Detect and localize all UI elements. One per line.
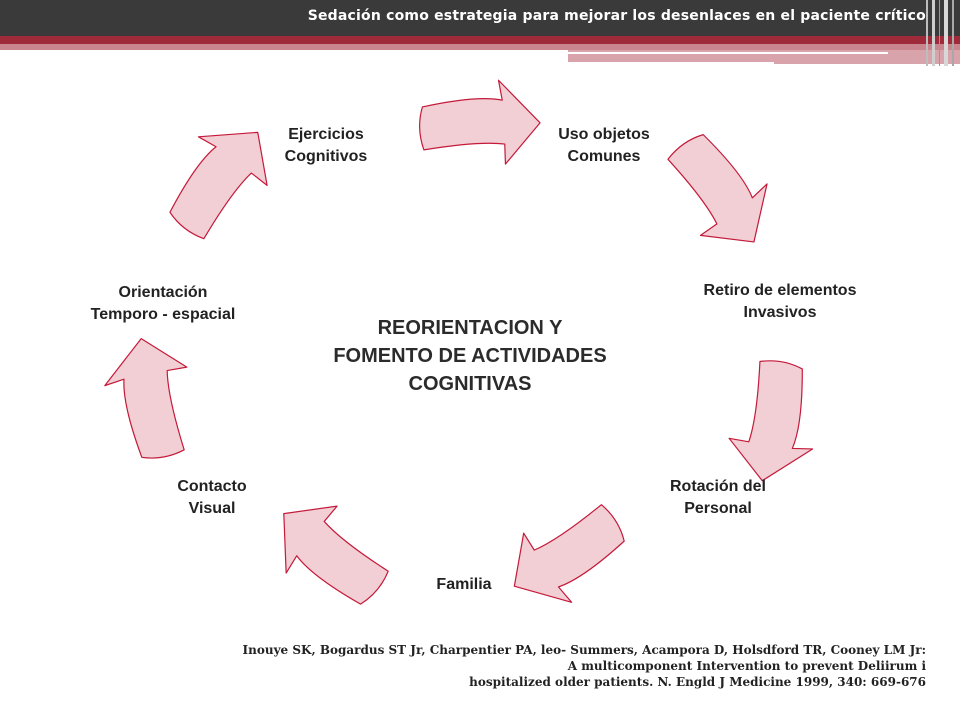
slide-title: Sedación como estrategia para mejorar lo… (307, 8, 926, 24)
node-orientacion: Orientación Temporo - espacial (90, 284, 236, 323)
header-bar: Sedación como estrategia para mejorar lo… (0, 0, 960, 36)
arrow-top (417, 78, 543, 168)
arrow-bottom-right (492, 487, 641, 625)
accent-band-dark (0, 36, 960, 44)
arrow-left (97, 331, 203, 466)
accent-line-white-2 (568, 62, 774, 64)
arrow-bottom-left (254, 482, 403, 626)
node-ejercicios: Ejercicios Cognitivos (284, 126, 368, 165)
header-decoration-lines (926, 0, 954, 66)
node-contacto-visual: Contacto Visual (177, 478, 247, 517)
arrow-right (722, 354, 828, 489)
node-retiro-elementos: Retiro de elementos Invasivos (703, 282, 857, 321)
node-familia: Familia (436, 576, 492, 593)
citation: Inouye SK, Bogardus ST Jr, Charpentier P… (242, 643, 926, 689)
accent-band-light (0, 44, 960, 50)
node-rotacion-personal: Rotación del Personal (669, 478, 766, 517)
accent-line-white (568, 52, 888, 54)
center-title: REORIENTACION Y FOMENTO DE ACTIVIDADES C… (333, 317, 607, 395)
node-uso-objetos: Uso objetos Comunes (558, 126, 650, 165)
